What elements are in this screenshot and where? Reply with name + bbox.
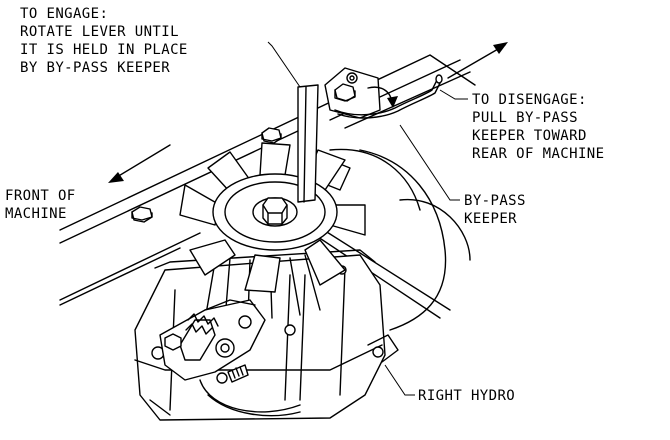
front-line-1: FRONT OF [5, 188, 76, 204]
rotation-arrow [367, 86, 398, 108]
disengage-line-1: TO DISENGAGE: [472, 92, 587, 108]
control-arm [159, 299, 266, 384]
disengage-line-2: PULL BY-PASS [472, 110, 578, 126]
bypass-keeper-line-2: KEEPER [464, 211, 517, 227]
cooling-fan [179, 142, 366, 293]
front-direction-arrow [108, 144, 171, 183]
disengage-instructions: TO DISENGAGE: PULL BY-PASS KEEPER TOWARD… [472, 92, 604, 162]
frame-bolt-middle [261, 127, 282, 144]
bypass-keeper-label: BY-PASS KEEPER [464, 193, 535, 227]
bypass-keeper-line-1: BY-PASS [464, 193, 526, 209]
engage-line-1: TO ENGAGE: [20, 6, 108, 22]
bypass-keeper-rod [334, 74, 443, 119]
hydro-body [134, 249, 399, 421]
engage-line-3: IT IS HELD IN PLACE [20, 42, 188, 58]
disengage-line-3: KEEPER TOWARD [472, 128, 587, 144]
rear-direction-arrow [447, 42, 508, 79]
leader-lines [267, 41, 468, 396]
frame-bolt-left [131, 206, 153, 223]
frame-rails [59, 54, 476, 306]
front-line-2: MACHINE [5, 206, 67, 222]
keeper-bracket [324, 67, 381, 119]
right-hydro-label: RIGHT HYDRO [418, 388, 515, 404]
disengage-line-4: REAR OF MACHINE [472, 146, 604, 162]
bypass-lever [297, 84, 319, 203]
engage-instructions: TO ENGAGE: ROTATE LEVER UNTIL IT IS HELD… [20, 6, 197, 76]
front-of-machine-label: FRONT OF MACHINE [5, 188, 84, 222]
engage-line-2: ROTATE LEVER UNTIL [20, 24, 179, 40]
engage-line-4: BY BY-PASS KEEPER [20, 60, 170, 76]
